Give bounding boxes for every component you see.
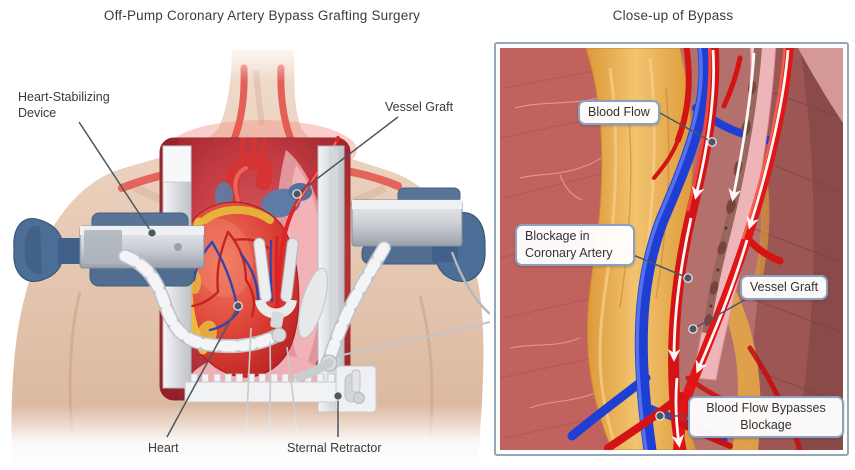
- right-stabilizer-device: [294, 187, 491, 382]
- bottom-fade: [0, 405, 490, 465]
- surgery-illustration-wrap: [0, 40, 491, 465]
- callout-blood-flow: Blood Flow: [578, 100, 660, 125]
- surgery-illustration: [0, 40, 491, 465]
- callout-bypass: Blood Flow Bypasses Blockage: [688, 396, 844, 438]
- label-heart-stabilizing-device: Heart-Stabilizing Device: [18, 90, 110, 121]
- label-sternal-retractor: Sternal Retractor: [287, 441, 382, 455]
- top-fade: [0, 40, 490, 82]
- label-vessel-graft-left: Vessel Graft: [385, 100, 454, 114]
- label-heart: Heart: [148, 441, 179, 455]
- heart-stabilizer-fork: [253, 235, 299, 329]
- retractor-blade: [297, 267, 329, 339]
- coronary-arteries: [190, 230, 270, 318]
- right-panel-title: Close-up of Bypass: [612, 8, 734, 23]
- callout-blockage: Blockage in Coronary Artery: [515, 224, 635, 266]
- left-panel-title: Off-Pump Coronary Artery Bypass Grafting…: [103, 8, 421, 23]
- callout-vessel-graft: Vessel Graft: [740, 275, 829, 300]
